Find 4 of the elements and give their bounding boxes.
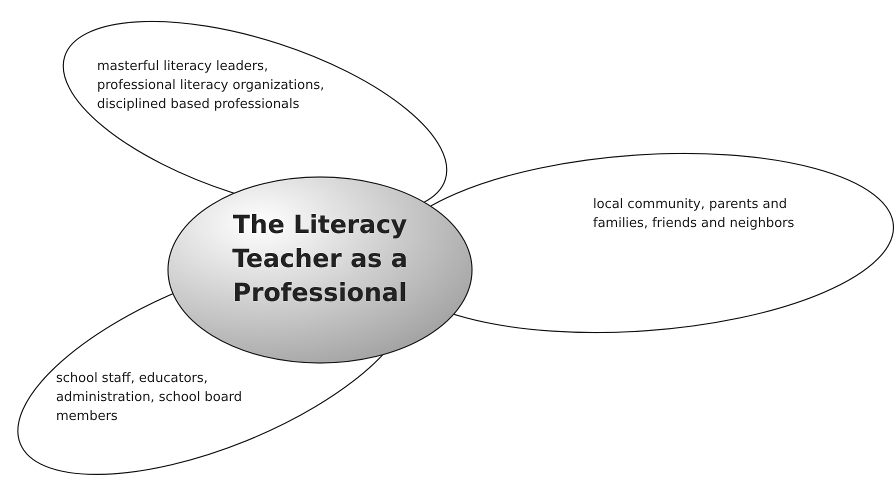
petal-text: school staff, educators, administration, school board members [56, 370, 244, 426]
petal-text: masterful literacy leaders, professional literacy organizations, disciplined based professionals [97, 58, 326, 114]
center-title: The Literacy Teacher as a Professional [231, 209, 409, 308]
petal-text: local community, parents and families, friends and neighbors [593, 196, 796, 233]
